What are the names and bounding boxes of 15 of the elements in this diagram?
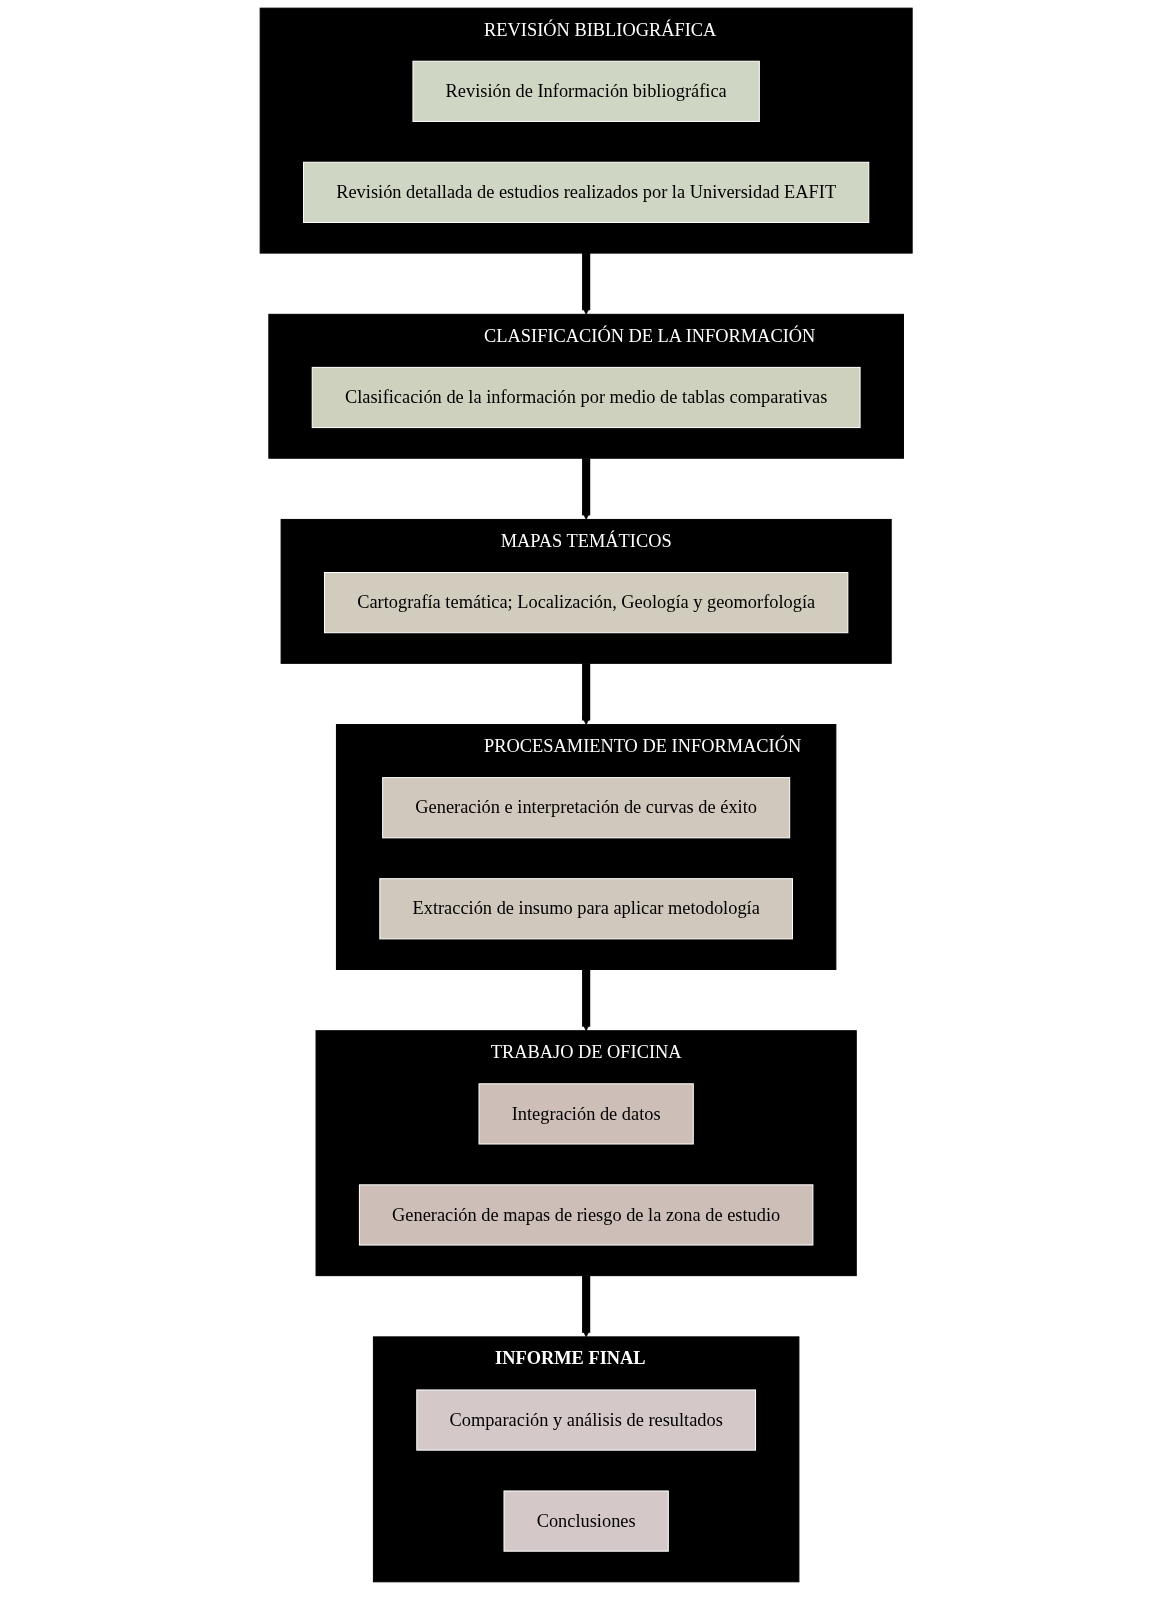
node-box: Extracción de insumo para aplicar metodología [379,878,794,940]
node-box: Generación de mapas de riesgo de la zona de estudio [359,1184,814,1246]
arrow [582,253,591,315]
node-box: Cartografía temática; Localización, Geología y geomorfología [324,572,849,634]
node-box: Conclusiones [503,1490,670,1552]
node-box: Clasificación de la información por medio de tablas comparativas [312,366,861,429]
arrow [582,458,591,520]
node-box: Generación e interpretación de curvas de éxito [382,777,791,839]
node-box: Integración de datos [478,1083,695,1145]
node-box: Revisión de Información bibliográfica [412,60,761,122]
arrow [582,663,591,725]
arrow [582,969,591,1032]
node-box: Comparación y análisis de resultados [416,1389,757,1451]
node-box: Revisión detallada de estudios realizados por la Universidad EAFIT [303,161,870,223]
arrow [582,1275,591,1338]
